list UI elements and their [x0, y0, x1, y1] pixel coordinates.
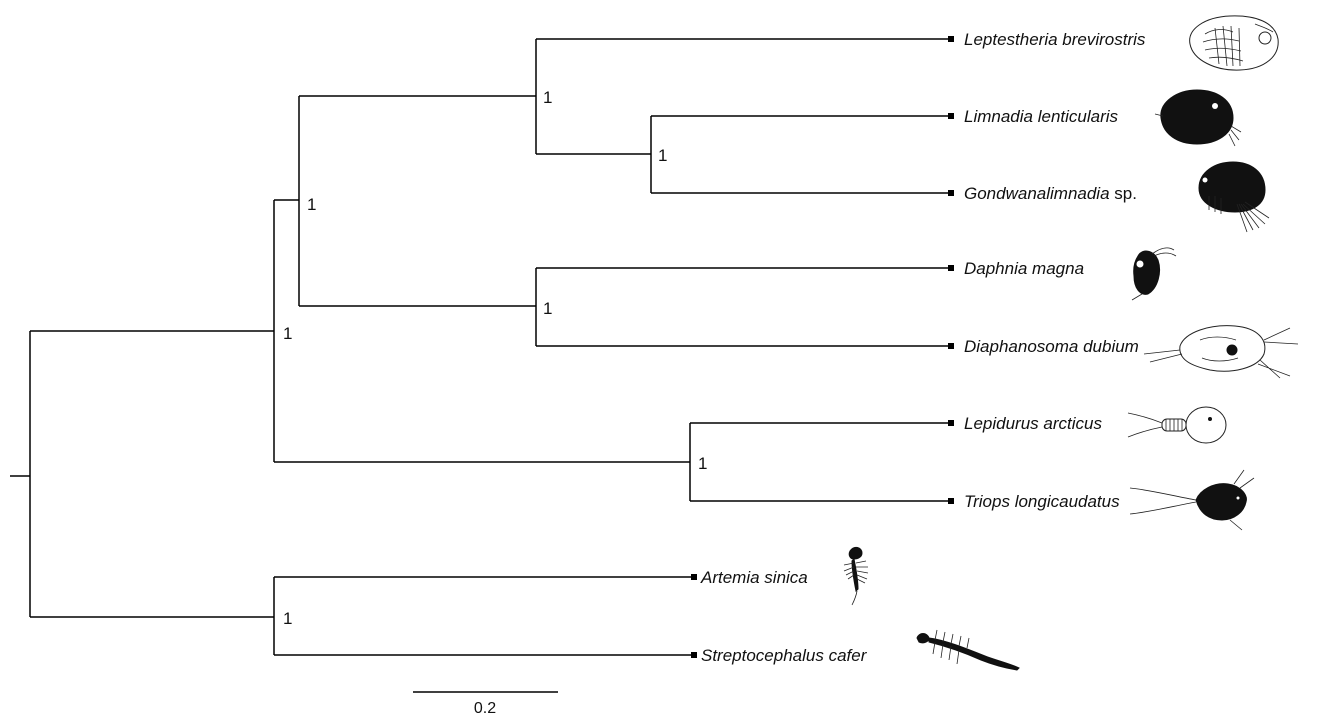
- taxon-label-gondwanalimnadia: Gondwanalimnadia sp.: [964, 184, 1137, 203]
- support-value: 1: [543, 299, 552, 318]
- daphnia-illustration: [1131, 247, 1177, 301]
- tip-marker: [948, 498, 954, 504]
- gondwanalimnadia-illustration: [1198, 161, 1270, 233]
- support-value: 1: [307, 195, 316, 214]
- tip-marker: [948, 420, 954, 426]
- support-value: 1: [283, 324, 292, 343]
- support-value: 1: [283, 609, 292, 628]
- taxon-label-streptocephalus: Streptocephalus cafer: [701, 646, 868, 665]
- scale-bar-label: 0.2: [474, 700, 496, 717]
- taxon-labels: Leptestheria brevirostris Limnadia lenti…: [700, 30, 1146, 665]
- support-value: 1: [543, 88, 552, 107]
- support-value: 1: [698, 454, 707, 473]
- taxon-label-daphnia: Daphnia magna: [964, 259, 1084, 278]
- leptestheria-illustration: [1189, 15, 1279, 71]
- taxon-label-artemia: Artemia sinica: [700, 568, 808, 587]
- tip-marker: [948, 265, 954, 271]
- support-values: 1 1 1 1 1 1 1: [283, 88, 707, 628]
- tip-marker: [948, 343, 954, 349]
- tip-marker: [948, 36, 954, 42]
- tip-markers: [691, 36, 954, 658]
- taxon-label-triops: Triops longicaudatus: [964, 492, 1120, 511]
- triops-illustration: [1129, 469, 1255, 531]
- taxon-label-leptestheria: Leptestheria brevirostris: [964, 30, 1146, 49]
- taxon-label-diaphanosoma: Diaphanosoma dubium: [964, 337, 1139, 356]
- taxon-label-lepidurus: Lepidurus arcticus: [964, 414, 1102, 433]
- support-value: 1: [658, 146, 667, 165]
- tip-marker: [691, 652, 697, 658]
- artemia-illustration: [843, 546, 869, 606]
- streptocephalus-illustration: [916, 629, 1020, 671]
- scale-bar: 0.2: [413, 691, 558, 717]
- taxon-label-limnadia: Limnadia lenticularis: [964, 107, 1119, 126]
- diaphanosoma-illustration: [1143, 325, 1299, 379]
- lepidurus-illustration: [1127, 406, 1227, 444]
- tip-marker: [948, 113, 954, 119]
- limnadia-illustration: [1154, 89, 1242, 147]
- tree-branches: [10, 38, 950, 656]
- tip-marker: [691, 574, 697, 580]
- tip-marker: [948, 190, 954, 196]
